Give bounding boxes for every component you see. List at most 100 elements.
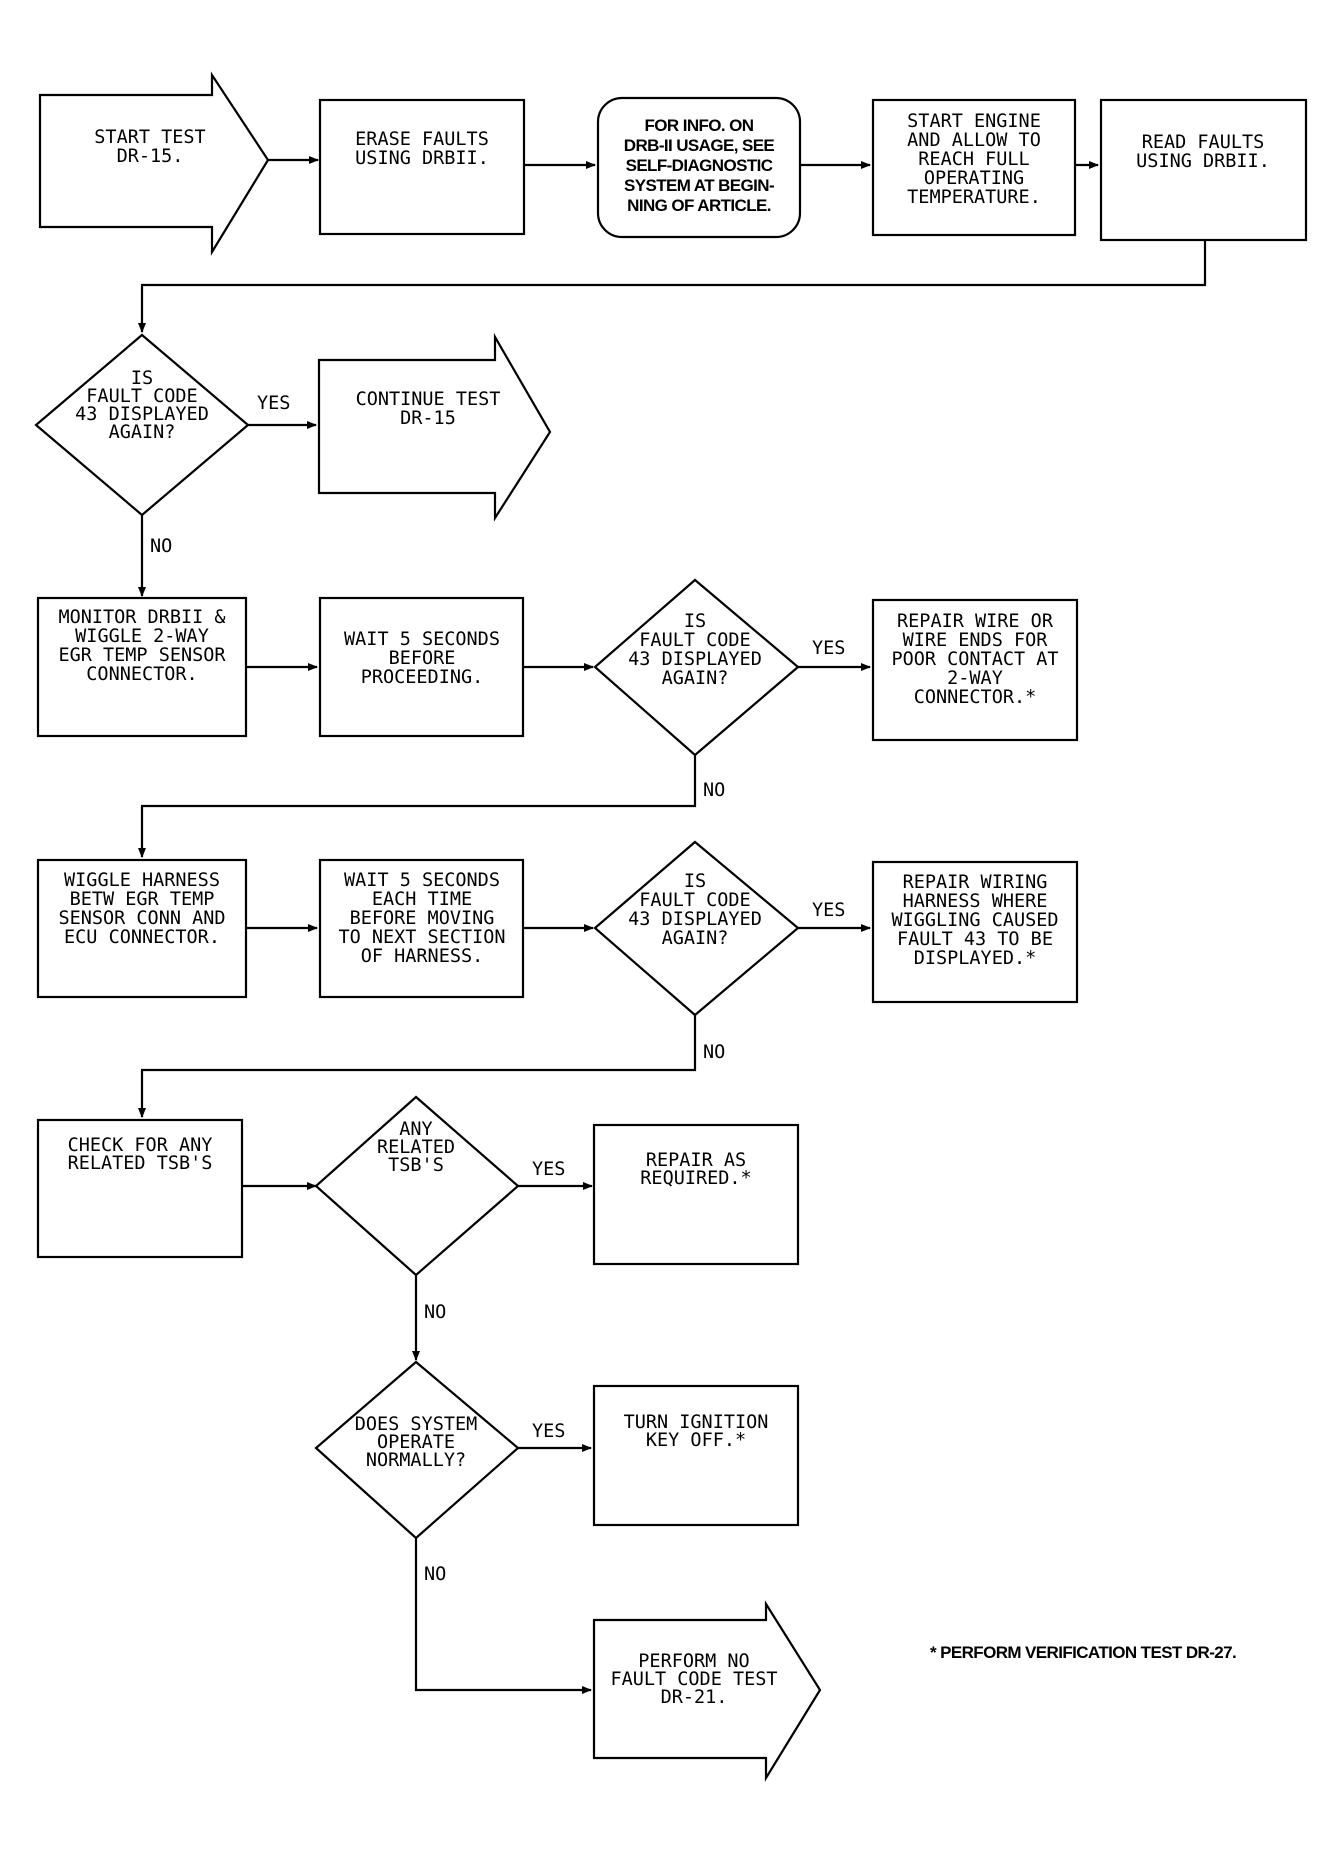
wiggle-harness-line: BETW EGR TEMP xyxy=(70,889,215,910)
start-engine-line: AND ALLOW TO xyxy=(907,130,1041,151)
read-line: READ FAULTS xyxy=(1142,132,1265,153)
wiggle-harness-line: ECU CONNECTOR. xyxy=(64,927,220,948)
q1-no-label: NO xyxy=(150,536,172,557)
monitor-line: CONNECTOR. xyxy=(86,664,197,685)
repair-required-line: REQUIRED.* xyxy=(640,1168,751,1189)
start-line: START TEST xyxy=(94,127,205,148)
perform-test-arrow xyxy=(592,1600,822,1782)
q5-no-label: NO xyxy=(424,1564,446,1585)
q4-line: TSB'S xyxy=(388,1155,444,1176)
read-faults-box xyxy=(1099,98,1308,242)
start-engine-line: REACH FULL xyxy=(918,149,1029,170)
repair-required-box xyxy=(592,1123,800,1266)
wait2-line: TO NEXT SECTION xyxy=(338,927,505,948)
q2-no-label: NO xyxy=(703,780,725,801)
monitor-line: WIGGLE 2-WAY xyxy=(75,626,209,647)
q5-yes-label: YES xyxy=(532,1421,565,1442)
connector-q2-wiggle xyxy=(138,755,697,858)
check-tsb-box xyxy=(36,1118,244,1259)
repair-harness-line: HARNESS WHERE xyxy=(903,891,1048,912)
continue-test-arrow xyxy=(317,332,552,522)
q2-line: FAULT CODE xyxy=(639,630,750,651)
ignition-line: TURN IGNITION xyxy=(624,1412,769,1433)
repair-wire-line: POOR CONTACT AT xyxy=(891,649,1058,670)
q4-line: ANY xyxy=(399,1119,432,1140)
monitor-box xyxy=(36,596,248,738)
repair-wire-line: CONNECTOR.* xyxy=(914,687,1037,708)
q2-yes-label: YES xyxy=(812,638,845,659)
continue-line: DR-15 xyxy=(400,408,456,429)
monitor-line: EGR TEMP SENSOR xyxy=(58,645,226,666)
wait1-line: WAIT 5 SECONDS xyxy=(344,629,500,650)
start-line: DR-15. xyxy=(117,146,184,167)
q4-diamond xyxy=(314,1095,520,1277)
q5-line: NORMALLY? xyxy=(366,1450,466,1471)
q4-no-label: NO xyxy=(424,1302,446,1323)
q3-yes-label: YES xyxy=(812,900,845,921)
info-line: FOR INFO. ON xyxy=(645,116,754,135)
wait2-line: BEFORE MOVING xyxy=(350,908,495,929)
erase-line: ERASE FAULTS xyxy=(355,129,489,150)
perform-line: FAULT CODE TEST xyxy=(610,1669,777,1690)
q3-line: 43 DISPLAYED xyxy=(628,909,762,930)
info-line: DRB-II USAGE, SEE xyxy=(624,136,775,155)
check-tsb-line: CHECK FOR ANY xyxy=(68,1135,213,1156)
wiggle-harness-line: SENSOR CONN AND xyxy=(58,908,225,929)
q2-diamond xyxy=(593,578,800,757)
q1-line: FAULT CODE xyxy=(86,386,197,407)
q3-no-label: NO xyxy=(703,1042,725,1063)
info-line: NING OF ARTICLE. xyxy=(627,196,771,215)
shapes xyxy=(34,71,1308,1782)
check-tsb-line: RELATED TSB'S xyxy=(68,1153,213,1174)
repair-harness-line: DISPLAYED.* xyxy=(914,948,1037,969)
perform-line: DR-21. xyxy=(661,1687,728,1708)
q4-yes-label: YES xyxy=(532,1159,565,1180)
q1-line: 43 DISPLAYED xyxy=(75,404,209,425)
connector-q5-perform xyxy=(414,1538,592,1694)
q3-diamond xyxy=(593,840,800,1017)
q1-line: IS xyxy=(131,368,153,389)
repair-harness-line: FAULT 43 TO BE xyxy=(897,929,1053,950)
start-engine-line: TEMPERATURE. xyxy=(907,187,1041,208)
repair-harness-line: WIGGLING CAUSED xyxy=(891,910,1058,931)
wait2-line: WAIT 5 SECONDS xyxy=(344,870,500,891)
q2-line: IS xyxy=(684,611,706,632)
start-test-arrow xyxy=(38,71,270,256)
q1-yes-label: YES xyxy=(257,393,290,414)
repair-harness-box xyxy=(871,860,1079,1004)
q5-line: DOES SYSTEM xyxy=(355,1414,478,1435)
perform-line: PERFORM NO xyxy=(638,1651,749,1672)
q1-diamond xyxy=(34,333,250,517)
q2-line: AGAIN? xyxy=(662,668,729,689)
start-engine-line: OPERATING xyxy=(924,168,1024,189)
repair-wire-line: REPAIR WIRE OR xyxy=(897,611,1054,632)
q5-line: OPERATE xyxy=(377,1432,455,1453)
wait2-line: EACH TIME xyxy=(372,889,472,910)
q2-line: 43 DISPLAYED xyxy=(628,649,762,670)
wait1-line: PROCEEDING. xyxy=(361,667,484,688)
q3-line: IS xyxy=(684,871,706,892)
ignition-line: KEY OFF.* xyxy=(646,1430,746,1451)
monitor-line: MONITOR DRBII & xyxy=(58,607,226,628)
info-line: SYSTEM AT BEGIN- xyxy=(624,176,774,195)
repair-wire-box xyxy=(871,598,1079,742)
start-engine-line: START ENGINE xyxy=(907,111,1041,132)
